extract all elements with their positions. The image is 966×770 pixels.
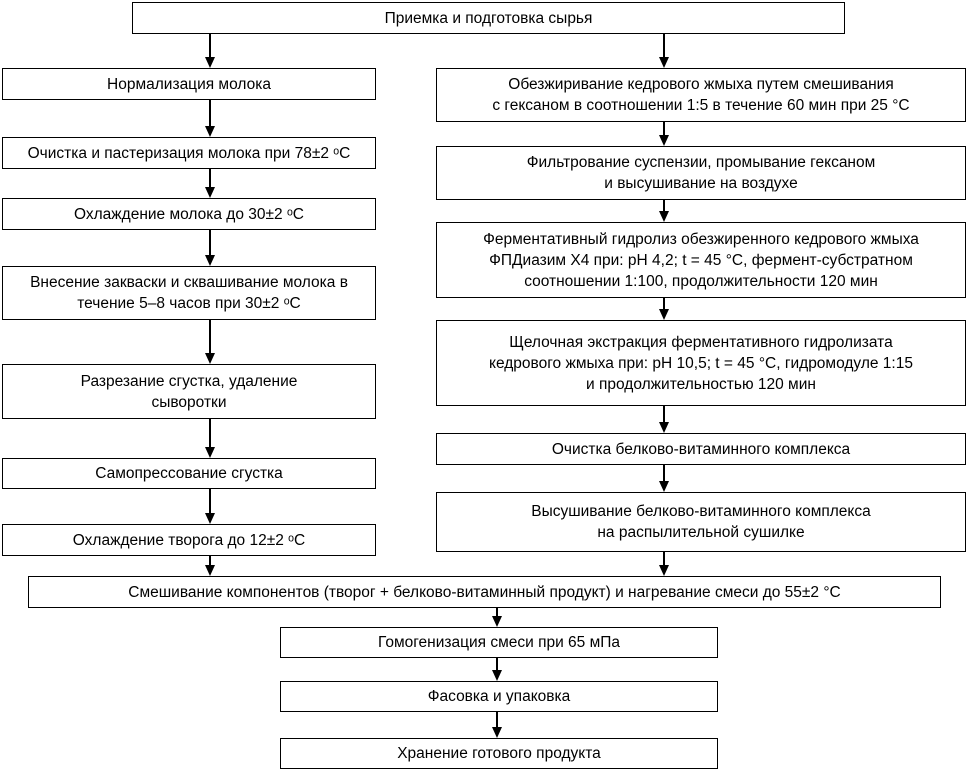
step-text: Очистка и пастеризация молока при 78±2 ᵒ… [27,144,351,162]
step-curd-cutting: Разрезание сгустка, удаление сыворотки [2,364,376,419]
flow-arrow [659,298,669,320]
step-milk-normalization: Нормализация молока [2,68,376,100]
step-starter-fermentation: Внесение закваски и сквашивание молока в… [2,266,376,320]
flow-arrow [659,406,669,433]
flow-arrow [205,169,215,198]
step-text: и продолжительностью 120 мин [586,375,816,393]
step-text: Внесение закваски и сквашивание молока в [30,274,348,291]
step-text: Охлаждение творога до 12±2 ᵒС [72,531,306,549]
step-suspension-filtering: Фильтрование суспензии, промывание гекса… [436,146,966,200]
flow-arrow [659,34,669,68]
flow-arrow [205,230,215,266]
step-components-mixing: Смешивание компонентов (творог + белково… [28,576,941,608]
flow-arrow [205,419,215,458]
step-text: Очистка белково-витаминного комплекса [551,440,851,458]
flow-arrow [205,100,215,137]
step-homogenization: Гомогенизация смеси при 65 мПа [280,627,718,658]
step-text: Разрезание сгустка, удаление [80,372,298,390]
step-text: Фасовка и упаковка [427,688,571,705]
step-text: Высушивание белково-витаминного комплекс… [531,503,871,520]
step-text: течение 5–8 часов при 30±2 ᵒС [77,295,301,312]
step-text: Охлаждение молока до 30±2 ᵒС [74,205,304,223]
step-curd-self-pressing: Самопрессование сгустка [2,458,376,489]
flow-arrow [659,122,669,146]
flow-arrow [205,556,215,576]
step-text: Приемка и подготовка сырья [384,9,593,27]
flow-arrow [492,658,502,681]
step-text: Самопрессование сгустка [95,465,283,482]
flow-arrow [205,320,215,364]
flow-arrow [659,552,669,576]
step-alkaline-extraction: Щелочная экстракция ферментативного гидр… [436,320,966,406]
step-packing: Фасовка и упаковка [280,681,718,712]
flow-arrow [659,200,669,222]
step-text: ФПДиазим Х4 при: рН 4,2; t = 45 °С, ферм… [489,251,913,269]
step-curd-cooling: Охлаждение творога до 12±2 ᵒС [2,524,376,556]
step-spray-drying: Высушивание белково-витаминного комплекс… [436,492,966,552]
step-text: Нормализация молока [107,75,271,93]
step-text: Смешивание компонентов (творог + белково… [128,583,841,601]
step-text: Хранение готового продукта [397,745,601,762]
step-raw-material-intake: Приемка и подготовка сырья [132,2,845,34]
step-text: Гомогенизация смеси при 65 мПа [377,634,621,651]
flow-arrow [205,34,215,68]
step-text: Щелочная экстракция ферментативного гидр… [509,333,893,351]
step-text: соотношении 1:100, продолжительности 120… [524,272,878,290]
step-text: сыворотки [151,393,227,411]
step-text: Обезжиривание кедрового жмыха путем смеш… [508,76,894,93]
flow-arrow [659,465,669,492]
step-text: Ферментативный гидролиз обезжиренного ке… [483,230,919,248]
step-text: кедрового жмыха при: рН 10,5; t = 45 °С,… [489,354,913,372]
step-text: и высушивание на воздухе [604,175,798,192]
step-text: Фильтрование суспензии, промывание гекса… [526,154,876,171]
flow-arrow [205,489,215,524]
step-milk-cooling: Охлаждение молока до 30±2 ᵒС [2,198,376,230]
flow-arrow [492,712,502,738]
step-milk-pasteurization: Очистка и пастеризация молока при 78±2 ᵒ… [2,137,376,169]
flow-arrow [492,608,502,627]
step-product-storage: Хранение готового продукта [280,738,718,769]
step-enzymatic-hydrolysis: Ферментативный гидролиз обезжиренного ке… [436,222,966,298]
step-text: на распылительной сушилке [597,524,805,541]
step-text: с гексаном в соотношении 1:5 в течение 6… [492,97,910,114]
step-complex-purification: Очистка белково-витаминного комплекса [436,433,966,465]
step-oilcake-defatting: Обезжиривание кедрового жмыха путем смеш… [436,68,966,122]
